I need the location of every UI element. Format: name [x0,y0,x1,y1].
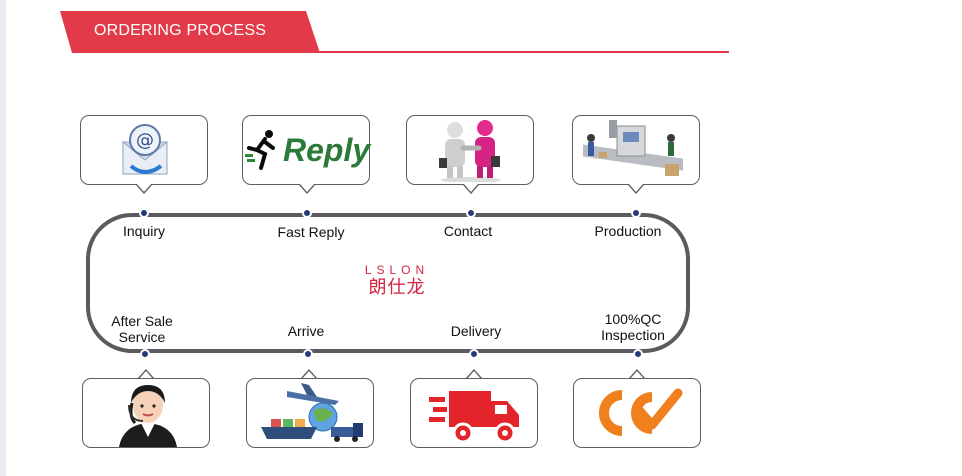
handshake-icon [435,118,507,182]
svg-text:@: @ [136,130,154,151]
step-dot-after-sale [140,349,150,359]
left-border [0,0,6,476]
step-box-contact [406,115,534,185]
step-label-inquiry: Inquiry [122,223,166,239]
airplane-ship-truck-icon [257,383,365,445]
reply-runner-icon [245,128,279,172]
step-label-delivery: Delivery [450,323,502,339]
step-label-after-sale-line1: After Sale [111,313,173,329]
lslon-logo: LSLON 朗仕龙 [357,264,437,298]
step-dot-fast-reply [302,208,312,218]
step-box-qc [573,378,701,448]
step-label-after-sale: After Sale Service [97,313,187,345]
section-header-tab [60,11,320,53]
step-label-fast-reply: Fast Reply [277,224,345,240]
step-box-arrive [246,378,374,448]
step-label-qc-line1: 100%QC [604,311,662,327]
step-dot-qc [633,349,643,359]
step-label-qc: 100%QC Inspection [588,311,678,343]
step-box-production [572,115,700,185]
step-dot-arrive [303,349,313,359]
step-label-after-sale-line2: Service [118,329,166,345]
step-label-arrive: Arrive [287,323,325,339]
reply-wordmark: Reply [283,132,371,168]
step-box-delivery [410,378,538,448]
delivery-truck-icon [429,387,521,445]
logo-latin-text: LSLON [364,263,430,277]
step-label-contact: Contact [443,223,493,239]
step-label-qc-line2: Inspection [601,327,665,343]
logo-chinese-text: 朗仕龙 [368,277,426,297]
email-at-icon: @ [117,120,173,180]
step-dot-contact [466,208,476,218]
step-dot-delivery [469,349,479,359]
step-box-after-sale [82,378,210,448]
customer-service-icon [113,381,183,447]
section-title: ORDERING PROCESS [94,22,267,39]
step-dot-production [631,208,641,218]
qc-check-icon [594,385,684,443]
step-box-fast-reply: Reply [242,115,370,185]
header-underline [316,51,729,53]
step-box-inquiry: @ [80,115,208,185]
process-loop [86,213,690,353]
step-dot-inquiry [139,208,149,218]
factory-line-icon [579,118,695,182]
step-label-production: Production [594,223,662,239]
